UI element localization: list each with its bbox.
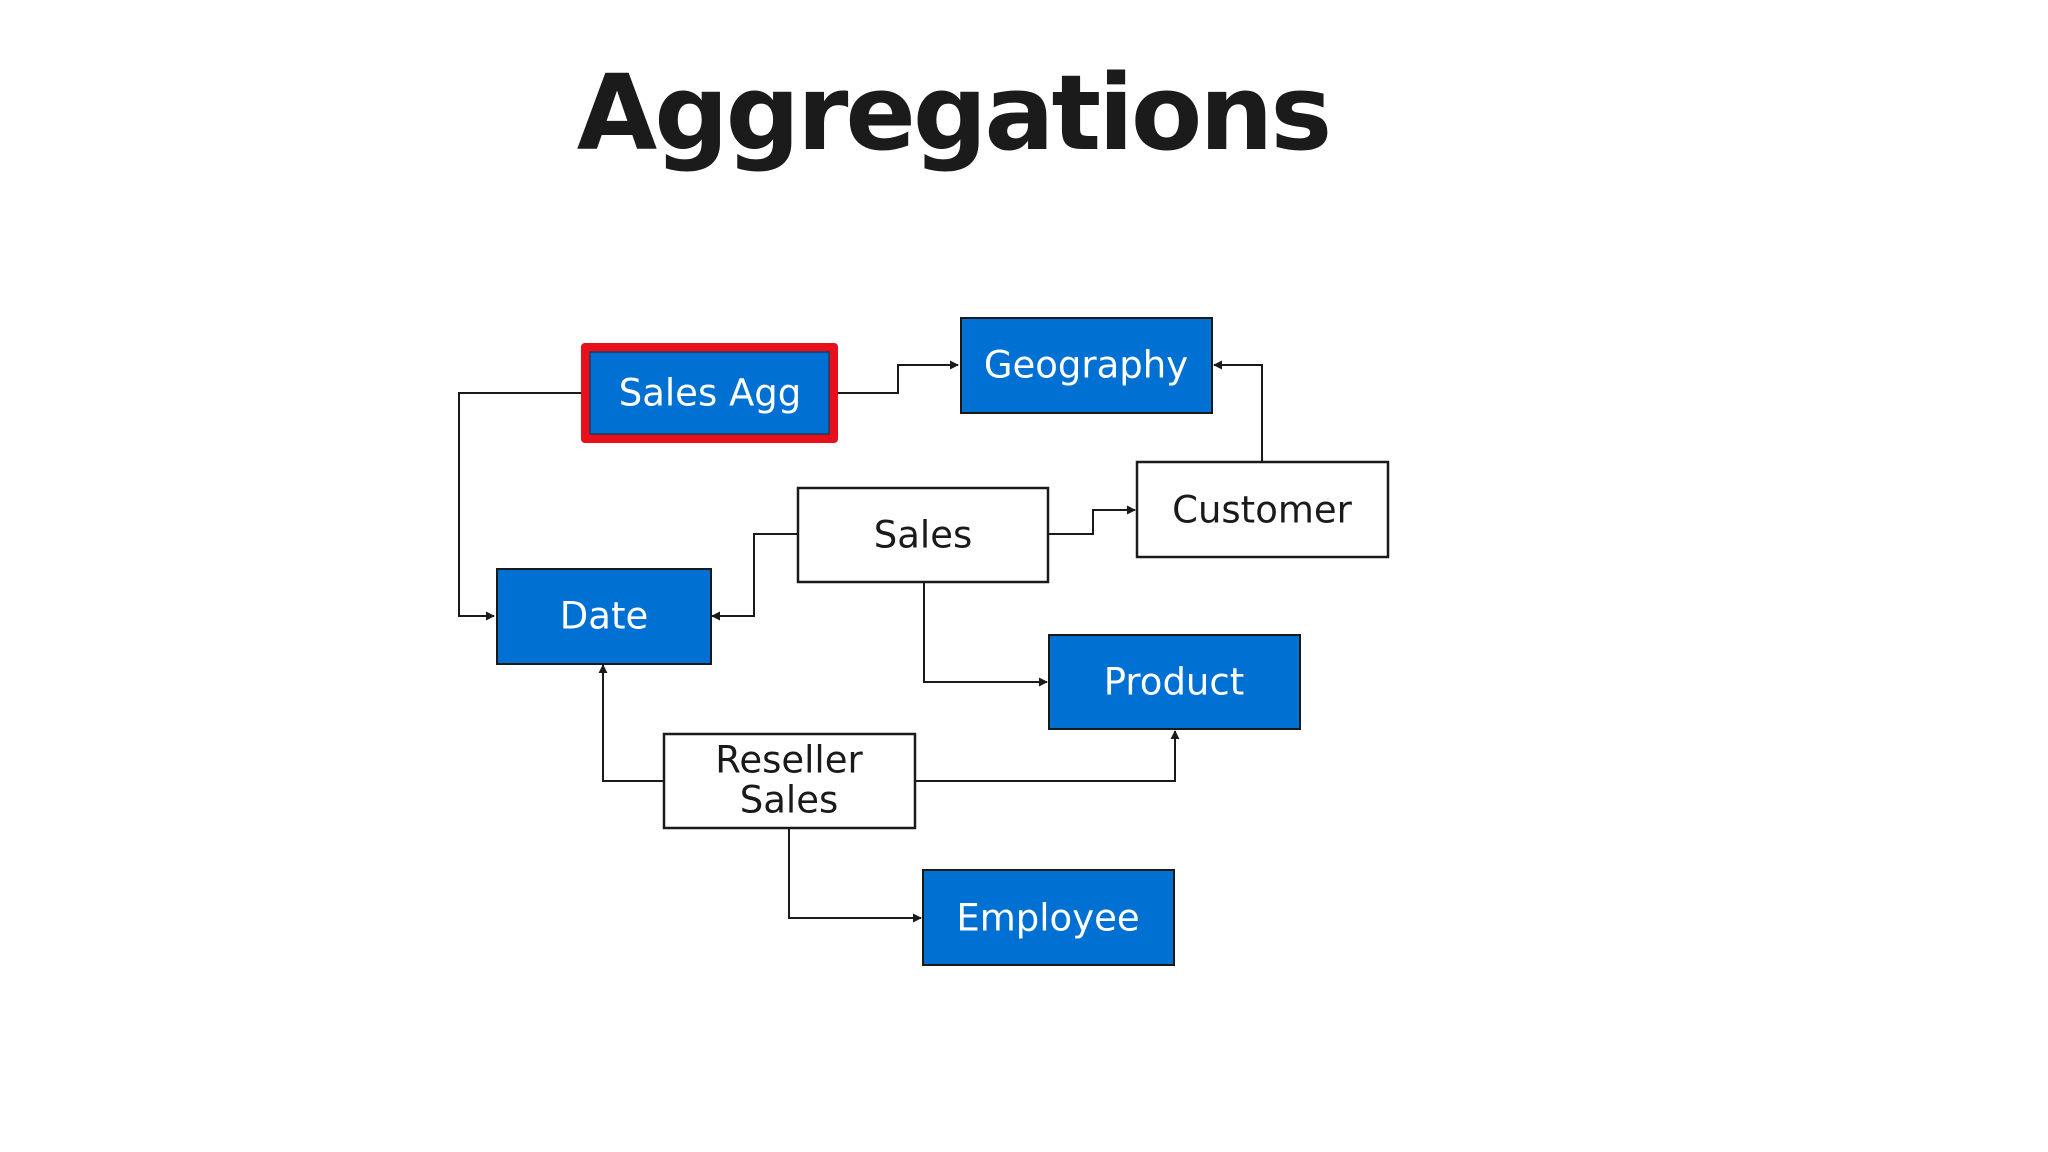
product-box — [1048, 634, 1301, 730]
date-box — [496, 568, 712, 665]
edge-sales-agg-to-date — [458, 392, 581, 621]
edge-reseller-sales-to-product — [915, 730, 1180, 782]
node-date[interactable]: Date — [496, 568, 712, 665]
edge-reseller-sales-to-date — [598, 664, 663, 782]
sales-agg-label: Sales Agg — [619, 372, 802, 415]
reseller-sales-box — [662, 732, 917, 830]
reseller-sales-label-line1: Reseller — [715, 739, 863, 782]
connectors — [458, 360, 1263, 923]
sales-agg-box — [589, 351, 830, 435]
sales-box — [796, 486, 1050, 584]
product-label: Product — [1104, 661, 1244, 704]
node-sales[interactable]: Sales — [796, 486, 1050, 584]
slide-title: Aggregations — [576, 52, 1333, 174]
customer-label: Customer — [1172, 489, 1353, 532]
employee-label: Employee — [956, 897, 1139, 940]
node-customer[interactable]: Customer — [1135, 460, 1390, 559]
sales-label: Sales — [874, 514, 972, 557]
geography-box — [960, 317, 1213, 414]
employee-box — [922, 869, 1175, 966]
edge-customer-to-geography — [1213, 360, 1263, 461]
node-employee[interactable]: Employee — [922, 869, 1175, 966]
node-reseller-sales[interactable]: Reseller Sales — [662, 732, 917, 830]
edge-sales-agg-to-geography — [838, 360, 959, 394]
reseller-sales-label-line2: Sales — [740, 779, 838, 822]
edge-sales-to-product — [923, 583, 1048, 687]
geography-label: Geography — [984, 344, 1188, 387]
edge-sales-to-date — [711, 533, 797, 621]
edge-sales-to-customer — [1049, 505, 1136, 535]
node-product[interactable]: Product — [1048, 634, 1301, 730]
date-label: Date — [560, 595, 648, 638]
node-sales-agg[interactable]: Sales Agg — [581, 343, 838, 443]
node-geography[interactable]: Geography — [960, 317, 1213, 414]
edge-reseller-sales-to-employee — [788, 829, 922, 923]
customer-box — [1135, 460, 1390, 559]
